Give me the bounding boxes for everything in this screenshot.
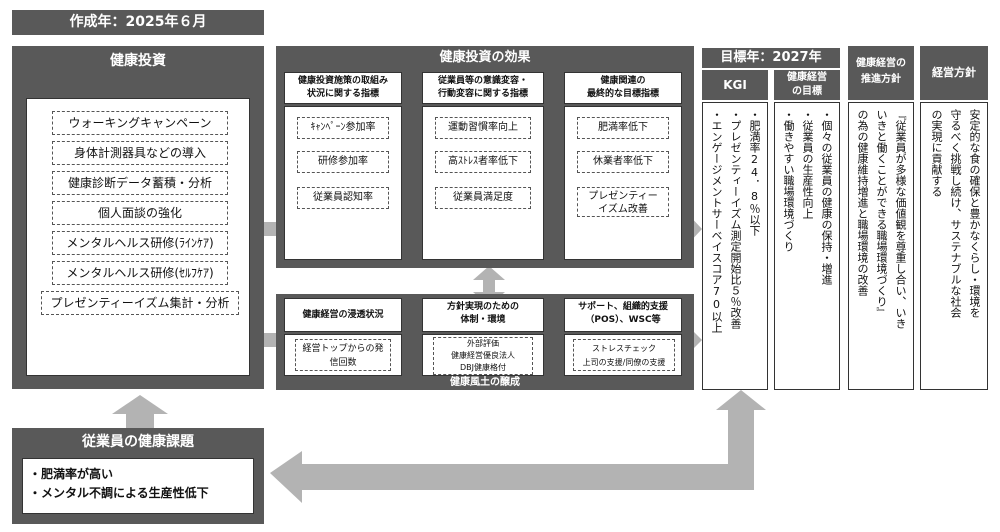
kgi-line: ・エンゲージメントサーベイスコア70以上 <box>710 109 723 333</box>
effect-col3-header-line: 最終的な目標指標 <box>586 89 659 100</box>
health-goals-body: ・個々の従業員の健康の保持・増進 ・従業員の生産性向上 ・働きやすい職場環境づく… <box>774 102 840 390</box>
promotion-policy-title-line: 健康経営の <box>856 58 906 69</box>
kgi-line: ・プレゼンティーイズム測定開始比５％改善 <box>729 109 742 329</box>
health-goals-title-line: の目標 <box>792 86 822 97</box>
effect-indicator-line: プレゼンティー <box>588 191 658 202</box>
health-goals-title-line: 健康経営 <box>787 72 827 83</box>
effect-indicator: プレゼンティー イズム改善 <box>577 187 669 217</box>
culture-col3-body: ストレスチェック 上司の支援/同僚の支援 <box>564 334 682 376</box>
effect-col1-body: ｷｬﾝﾍﾟｰﾝ参加率 研修参加率 従業員認知率 <box>284 106 402 260</box>
culture-indicator-line: 信回数 <box>329 358 357 368</box>
health-investment-panel: 健康投資 ウォーキングキャンペーン 身体計測器具などの導入 健康診断データ蓄積・… <box>12 46 264 389</box>
kgi-body: ・肥満率24．8％以下 ・プレゼンティーイズム測定開始比５％改善 ・エンゲージメ… <box>702 102 768 390</box>
culture-indicator: 外部評価 健康経営優良法人 DBJ健康格付 <box>433 337 533 375</box>
effect-col2-header: 従業員等の意識変容・ 行動変容に関する指標 <box>422 72 544 104</box>
culture-col2-body: 外部評価 健康経営優良法人 DBJ健康格付 <box>422 334 544 376</box>
culture-indicator-line: ストレスチェック <box>592 344 656 353</box>
effect-col2-body: 運動習慣率向上 高ｽﾄﾚｽ者率低下 従業員満足度 <box>422 106 544 260</box>
management-policy-line: の実現に貢献する <box>930 109 943 197</box>
management-policy-line: 守るべく挑戦し続け、サステナブルな社会 <box>949 109 962 318</box>
kgi-header: KGI <box>702 70 768 100</box>
effect-indicator: 高ｽﾄﾚｽ者率低下 <box>435 151 531 173</box>
culture-col1-header: 健康経営の浸透状況 <box>284 298 402 332</box>
target-year-label: 目標年：2027年 <box>702 48 840 68</box>
promotion-policy-header: 健康経営の 推進方針 <box>848 46 914 100</box>
health-investment-title: 健康投資 <box>110 53 166 69</box>
culture-indicator-line: DBJ健康格付 <box>459 363 506 372</box>
employee-health-issues-panel: 従業員の健康課題 ・肥満率が高い ・メンタル不調による生産性低下 <box>12 428 264 524</box>
employee-health-issues-title: 従業員の健康課題 <box>82 434 194 450</box>
culture-col2-header-line: 体制・環境 <box>460 315 506 326</box>
culture-col3-header-line: サポート、組織的支援 <box>578 302 668 312</box>
effect-indicator: 従業員満足度 <box>435 187 531 209</box>
management-policy-line: 安定的な食の確保と豊かなくらし・環境を <box>968 109 981 318</box>
management-policy-body: 安定的な食の確保と豊かなくらし・環境を 守るべく挑戦し続け、サステナブルな社会 … <box>920 102 988 390</box>
employee-health-issues-list: ・肥満率が高い ・メンタル不調による生産性低下 <box>22 458 254 514</box>
investment-effect-panel: 健康投資の効果 健康投資施策の取組み 状況に関する指標 ｷｬﾝﾍﾟｰﾝ参加率 研… <box>276 46 694 268</box>
investment-item: メンタルヘルス研修(ﾗｲﾝｹｱ) <box>52 231 228 255</box>
investment-item: プレゼンティーイズム集計・分析 <box>41 291 239 315</box>
effect-col3-header: 健康関連の 最終的な目標指標 <box>564 72 682 104</box>
effect-col2-header-line: 行動変容に関する指標 <box>437 89 528 100</box>
culture-col2-header: 方針実現のための 体制・環境 <box>422 298 544 332</box>
effect-indicator: 従業員認知率 <box>297 187 389 209</box>
culture-indicator: ストレスチェック 上司の支援/同僚の支援 <box>573 339 675 371</box>
effect-col1-header-line: 状況に関する指標 <box>306 89 379 100</box>
kgi-line: ・肥満率24．8％以下 <box>748 109 761 236</box>
effect-indicator: 肥満率低下 <box>577 117 669 139</box>
effect-indicator: 運動習慣率向上 <box>435 117 531 139</box>
promotion-policy-body: 『従業員が多様な価値観を尊重し合い、いき いきと働くことができる職場環境づくり』… <box>848 102 914 390</box>
health-investment-list: ウォーキングキャンペーン 身体計測器具などの導入 健康診断データ蓄積・分析 個人… <box>26 98 250 376</box>
effect-col3-header-line: 健康関連の <box>600 76 646 86</box>
health-goals-line: ・働きやすい職場環境づくり <box>782 109 795 252</box>
effect-col1-header-line: 健康投資施策の取組み <box>297 76 388 86</box>
culture-indicator: 経営トップからの発 信回数 <box>295 339 391 371</box>
health-goals-header: 健康経営 の目標 <box>774 70 840 100</box>
effect-indicator: ｷｬﾝﾍﾟｰﾝ参加率 <box>297 117 389 139</box>
health-issue-item: ・メンタル不調による生産性低下 <box>29 486 209 500</box>
effect-col1-header: 健康投資施策の取組み 状況に関する指標 <box>284 72 402 104</box>
health-goals-line: ・個々の従業員の健康の保持・増進 <box>820 109 833 285</box>
issues-to-investment-arrow <box>112 395 168 430</box>
effect-indicator: 研修参加率 <box>297 151 389 173</box>
effect-indicator: 休業者率低下 <box>577 151 669 173</box>
culture-col2-header-line: 方針実現のための <box>446 302 519 312</box>
investment-item: 健康診断データ蓄積・分析 <box>52 171 228 195</box>
effect-col3-body: 肥満率低下 休業者率低下 プレゼンティー イズム改善 <box>564 106 682 260</box>
issues-kgi-return-arrow <box>270 390 766 503</box>
promotion-policy-title-line: 推進方針 <box>861 74 901 85</box>
management-policy-header: 経営方針 <box>920 46 988 100</box>
health-culture-title: 健康風土の醸成 <box>450 377 520 388</box>
culture-col1-body: 経営トップからの発 信回数 <box>284 334 402 376</box>
promotion-policy-line: の為の健康維持増進と職場環境の改善 <box>856 109 869 296</box>
investment-item: ウォーキングキャンペーン <box>52 111 228 135</box>
culture-indicator-line: 経営トップからの発 <box>302 344 384 354</box>
culture-col3-header: サポート、組織的支援 （POS）、WSC等 <box>564 298 682 332</box>
health-issue-item: ・肥満率が高い <box>29 467 114 481</box>
culture-col3-header-line: （POS）、WSC等 <box>585 315 661 326</box>
health-culture-panel: 健康経営の浸透状況 経営トップからの発 信回数 方針実現のための 体制・環境 外… <box>276 294 694 390</box>
promotion-policy-line: 『従業員が多様な価値観を尊重し合い、いき <box>894 109 907 329</box>
culture-indicator-line: 上司の支援/同僚の支援 <box>582 358 666 367</box>
promotion-policy-line: いきと働くことができる職場環境づくり』 <box>875 109 888 318</box>
health-goals-line: ・従業員の生産性向上 <box>801 109 814 219</box>
investment-item: 個人面談の強化 <box>52 201 228 225</box>
investment-effect-title: 健康投資の効果 <box>439 50 531 65</box>
investment-item: 身体計測器具などの導入 <box>52 141 228 165</box>
created-date-label: 作成年：2025年６月 <box>12 10 264 35</box>
culture-indicator-line: 外部評価 <box>467 339 499 348</box>
investment-item: メンタルヘルス研修(ｾﾙﾌｹｱ) <box>52 261 228 285</box>
effect-col2-header-line: 従業員等の意識変容・ <box>437 76 528 86</box>
culture-indicator-line: 健康経営優良法人 <box>451 351 515 360</box>
effect-indicator-line: イズム改善 <box>598 204 648 215</box>
